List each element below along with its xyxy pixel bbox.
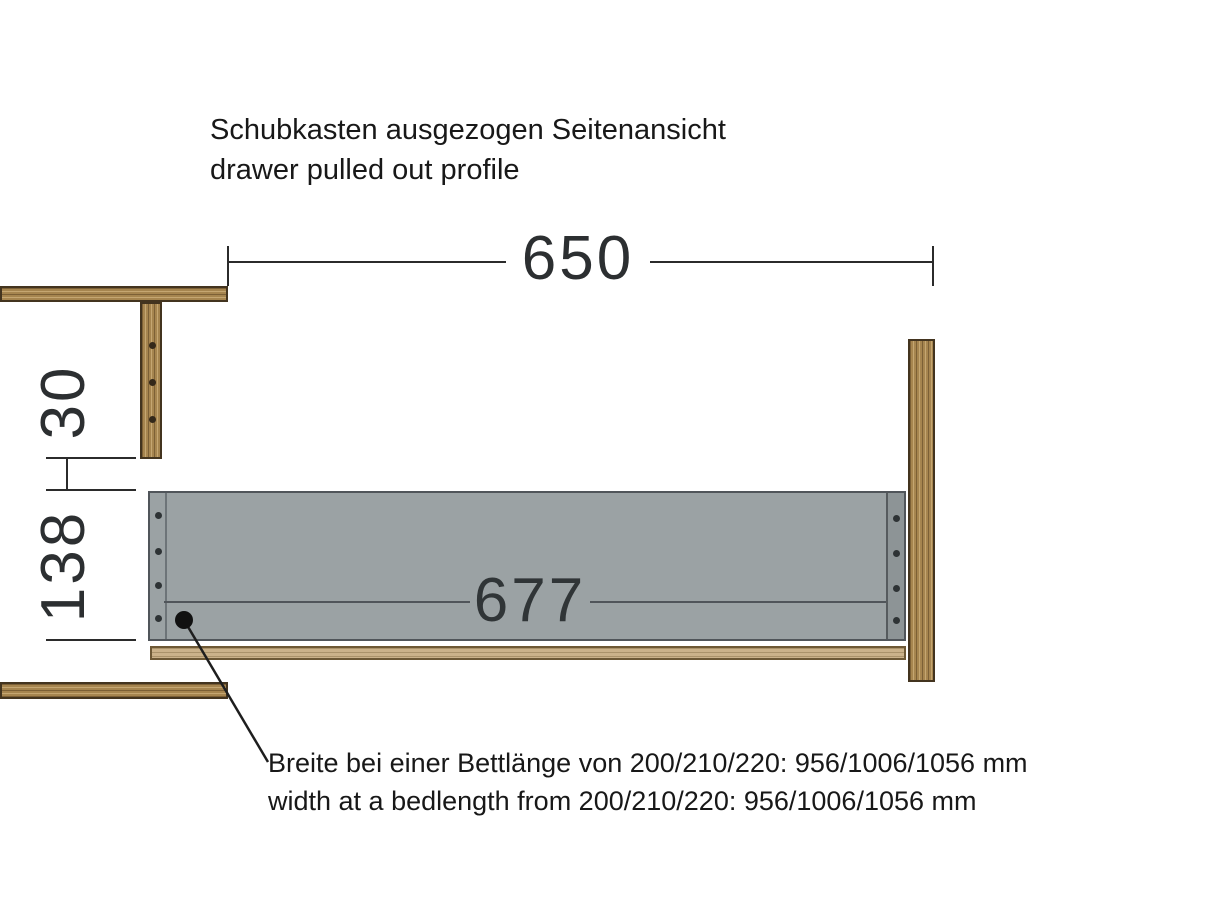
dimension-138-label: 138 <box>29 509 98 623</box>
screw-hole-icon <box>149 379 156 386</box>
screw-hole-icon <box>149 416 156 423</box>
dimension-650-line-left <box>228 261 506 263</box>
dimension-650-label: 650 <box>521 224 635 293</box>
title-line-de: Schubkasten ausgezogen Seitenansicht <box>210 114 726 146</box>
screw-hole-icon <box>155 512 162 519</box>
drawer-back-strip <box>886 493 904 639</box>
screw-hole-icon <box>893 585 900 592</box>
footnote: Breite bei einer Bettlänge von 200/210/2… <box>268 744 1028 820</box>
dimension-677-label: 677 <box>473 566 587 635</box>
bed-frame-top-rail <box>0 286 228 302</box>
screw-hole-icon <box>155 582 162 589</box>
title-line-en: drawer pulled out profile <box>210 154 520 186</box>
drawing-title: Schubkasten ausgezogen Seitenansicht dra… <box>210 110 726 190</box>
drawer-rail-line-left <box>164 601 470 603</box>
footnote-line-en: width at a bedlength from 200/210/220: 9… <box>268 786 977 816</box>
drawer-side-panel: 677 <box>148 491 906 641</box>
bed-frame-bottom-rail <box>0 682 228 699</box>
screw-hole-icon <box>149 342 156 349</box>
dimension-30-tick-bottom <box>46 489 136 491</box>
bed-frame-post <box>140 302 162 459</box>
drawer-front-edge-line <box>165 493 167 639</box>
screw-hole-icon <box>893 515 900 522</box>
dimension-138-tick-bottom <box>46 639 136 641</box>
dimension-650-line-right <box>650 261 934 263</box>
dimension-30-label: 30 <box>29 364 98 440</box>
dimension-650-tick-left <box>227 246 229 286</box>
dimension-30-tick-top <box>46 457 136 459</box>
screw-hole-icon <box>155 548 162 555</box>
drawer-rail-line-right <box>590 601 888 603</box>
drawer-bottom-panel <box>150 646 906 660</box>
screw-hole-icon <box>155 615 162 622</box>
screw-hole-icon <box>893 617 900 624</box>
footnote-line-de: Breite bei einer Bettlänge von 200/210/2… <box>268 748 1028 778</box>
dimension-650-tick-right <box>932 246 934 286</box>
screw-hole-icon <box>893 550 900 557</box>
dimension-30-line <box>66 459 68 489</box>
drawer-front-panel <box>908 339 935 682</box>
